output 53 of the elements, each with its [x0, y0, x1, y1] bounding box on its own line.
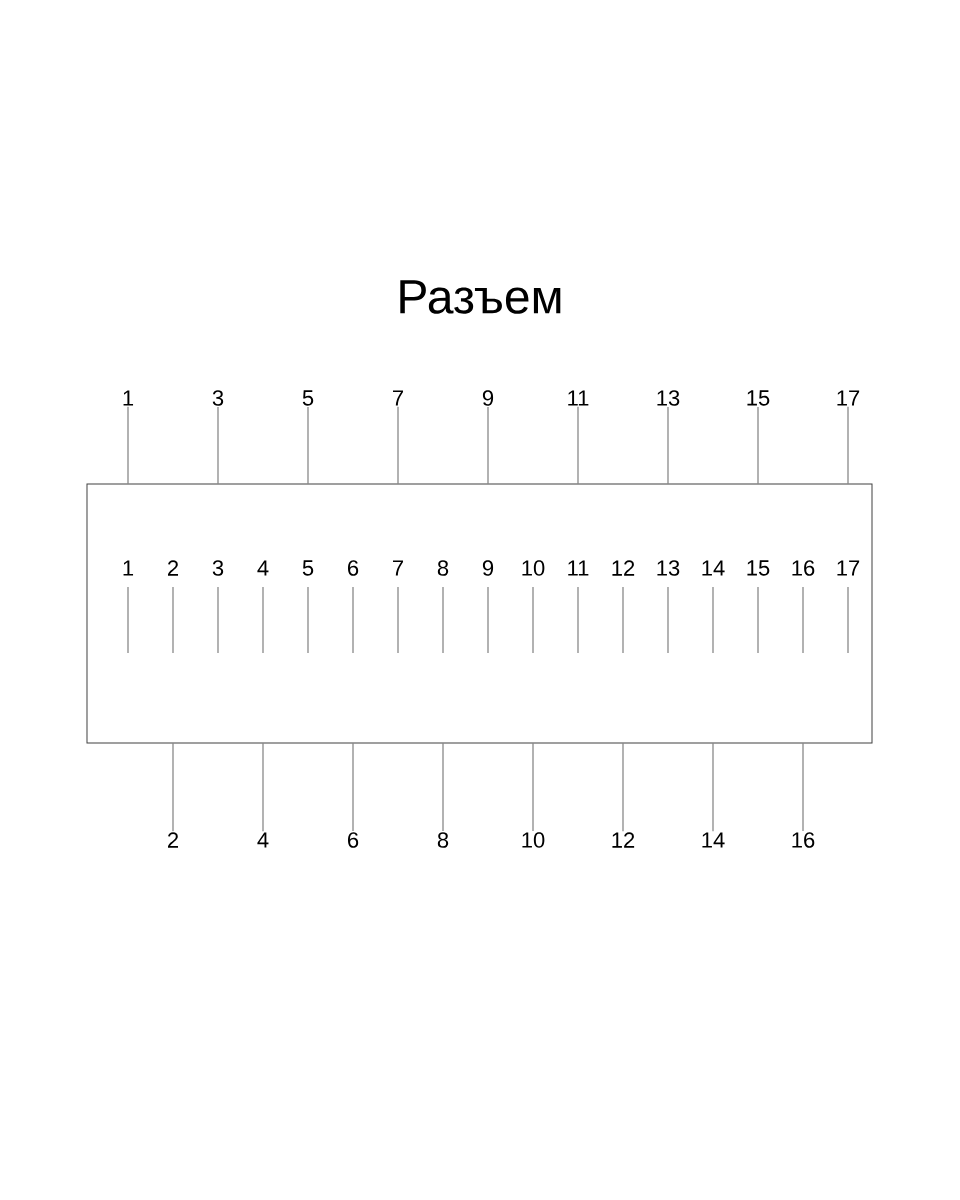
pin-lead	[172, 743, 174, 832]
pin-number: 6	[348, 832, 359, 848]
connector-body	[86, 483, 873, 744]
pin-number: 10	[522, 832, 545, 848]
pin-number: 14	[702, 560, 725, 576]
title: Разъем	[400, 280, 561, 314]
pin-lead	[352, 743, 354, 832]
pin-number: 9	[482, 560, 494, 576]
pin-number: 2	[168, 560, 178, 576]
pin-number: 6	[348, 560, 359, 576]
pin-lead	[262, 743, 264, 832]
pin-number: 15	[747, 560, 770, 576]
pin-number: 1	[123, 560, 134, 576]
pin-number: 13	[657, 560, 680, 576]
pin-number: 17	[837, 390, 860, 406]
pin-number: 5	[302, 390, 314, 406]
pin-number: 11	[568, 390, 589, 406]
pin-number: 7	[393, 560, 403, 576]
pin-lead	[622, 743, 624, 832]
pin-lead	[712, 743, 714, 832]
pin-number: 17	[837, 560, 860, 576]
pin-number: 1	[123, 390, 134, 406]
pin-lead	[487, 406, 489, 484]
pin-number: 4	[257, 560, 269, 576]
pin-number: 2	[168, 832, 178, 848]
pin-number: 13	[657, 390, 680, 406]
pin-lead	[667, 406, 669, 484]
pin-number: 15	[747, 390, 770, 406]
pin-number: 3	[212, 390, 224, 406]
pin-lead	[847, 406, 849, 484]
pin-number: 14	[702, 832, 725, 848]
pin-number: 5	[302, 560, 314, 576]
pin-number: 16	[792, 832, 815, 848]
pin-lead	[757, 406, 759, 484]
pin-lead	[217, 406, 219, 484]
pin-number: 3	[212, 560, 224, 576]
pin-number: 16	[792, 560, 815, 576]
pin-number: 8	[437, 832, 449, 848]
pin-number: 11	[568, 560, 589, 576]
pin-lead	[802, 743, 804, 832]
pin-number: 10	[522, 560, 545, 576]
pin-lead	[532, 743, 534, 832]
pin-number: 9	[482, 390, 494, 406]
pin-lead	[442, 743, 444, 832]
pin-number: 12	[612, 832, 635, 848]
pin-lead	[127, 406, 129, 484]
pin-number: 12	[612, 560, 635, 576]
pin-lead	[397, 406, 399, 484]
pin-number: 7	[393, 390, 403, 406]
pin-number: 8	[437, 560, 449, 576]
pin-number: 4	[257, 832, 269, 848]
pin-lead	[307, 406, 309, 484]
pin-lead	[577, 406, 579, 484]
